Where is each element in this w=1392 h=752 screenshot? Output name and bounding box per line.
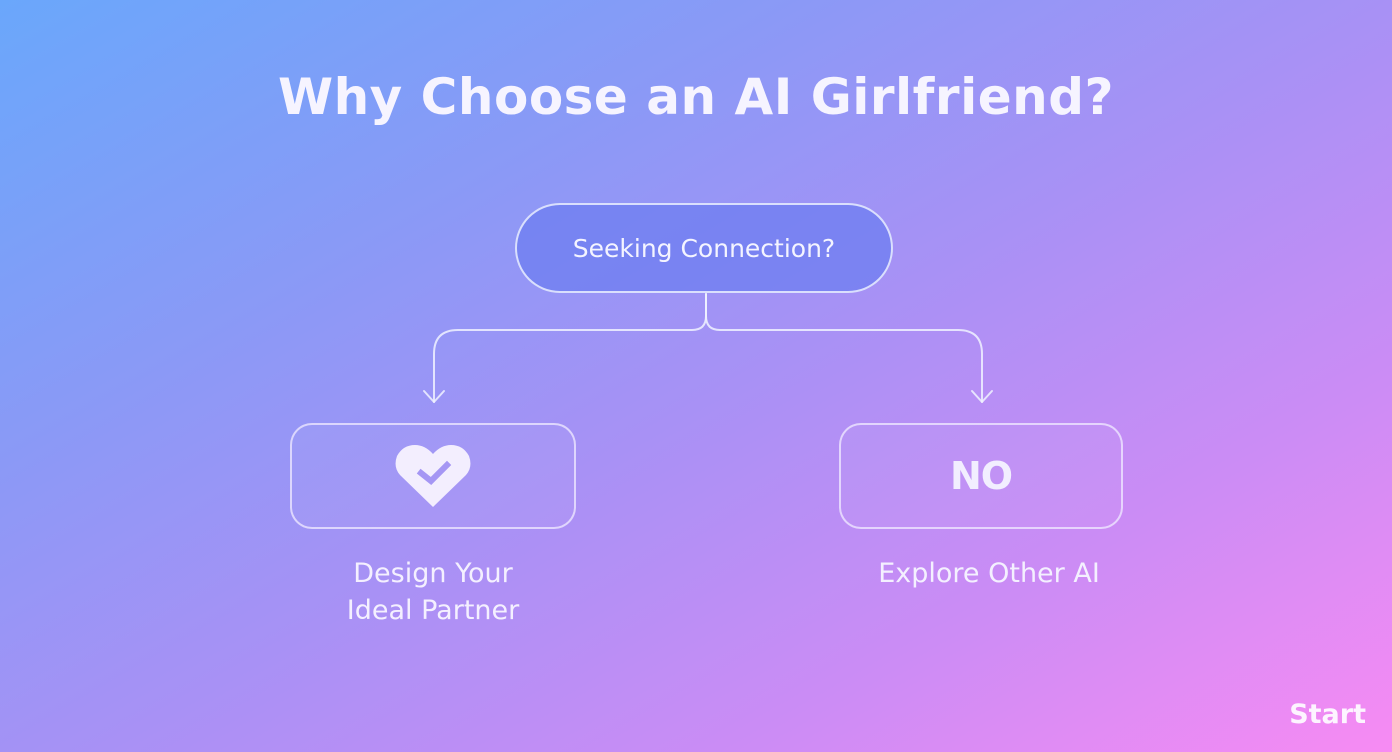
- no-icon: NO: [949, 454, 1013, 498]
- branch-label-design: Design Your Ideal Partner: [290, 555, 576, 629]
- branch-node-design: [290, 423, 576, 529]
- diagram-title: Why Choose an AI Girlfriend?: [277, 68, 1115, 126]
- connector-left: [433, 293, 707, 403]
- branch-label-design-line-2: Ideal Partner: [346, 595, 520, 626]
- connector-right: [705, 293, 983, 403]
- start-label: Start: [1289, 699, 1366, 730]
- root-node-label: Seeking Connection?: [572, 233, 836, 263]
- heart-icon: [395, 445, 471, 507]
- branch-node-explore: NO: [839, 423, 1123, 529]
- branch-label-explore: Explore Other AI: [839, 555, 1139, 592]
- arrowhead-right: [971, 390, 993, 403]
- branch-label-explore-line-1: Explore Other AI: [878, 558, 1100, 589]
- root-node: Seeking Connection?: [515, 203, 893, 293]
- arrowhead-left: [423, 390, 445, 403]
- branch-label-design-line-1: Design Your: [353, 558, 513, 589]
